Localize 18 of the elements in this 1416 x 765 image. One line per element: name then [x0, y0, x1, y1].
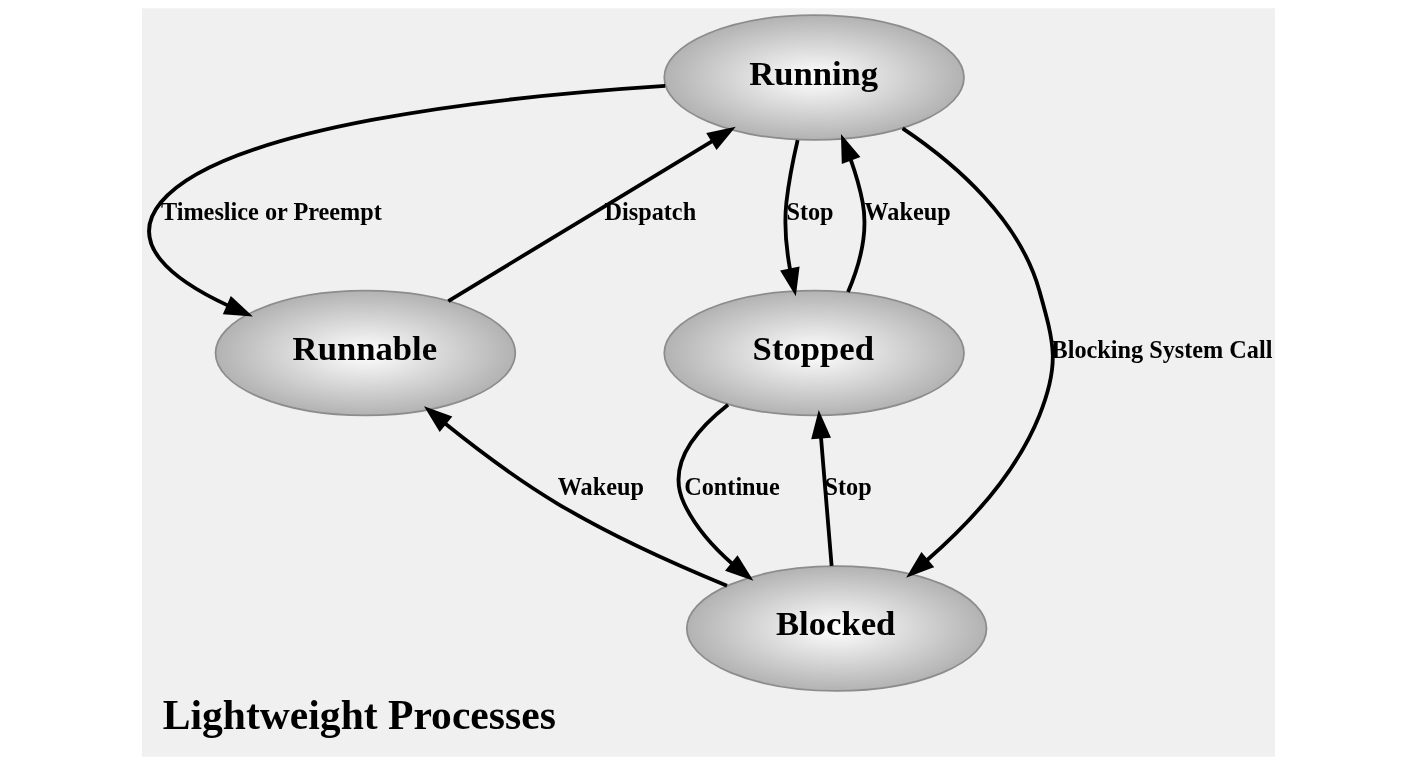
arrow: [146, 84, 665, 317]
node-ellipse: Running: [662, 14, 965, 141]
edge-label: Dispatch: [603, 197, 696, 225]
edge-label: Wakeup: [557, 473, 644, 501]
arrow: [779, 139, 800, 297]
arrow: [810, 410, 834, 567]
arrow: [446, 126, 736, 303]
node-ellipse: Blocked: [685, 565, 987, 692]
edge-label: Timeslice or Preempt: [160, 197, 382, 225]
arrow: [840, 133, 866, 293]
node-ellipse: Runnable: [214, 289, 516, 417]
arrow: [676, 403, 753, 581]
diagram-title: Lightweight Processes: [162, 692, 556, 739]
edge-label: Continue: [683, 473, 780, 501]
edge-label: Stop: [785, 197, 834, 225]
node-ellipse: Stopped: [662, 289, 965, 417]
arrow: [423, 406, 728, 588]
arrow: [901, 126, 1055, 578]
